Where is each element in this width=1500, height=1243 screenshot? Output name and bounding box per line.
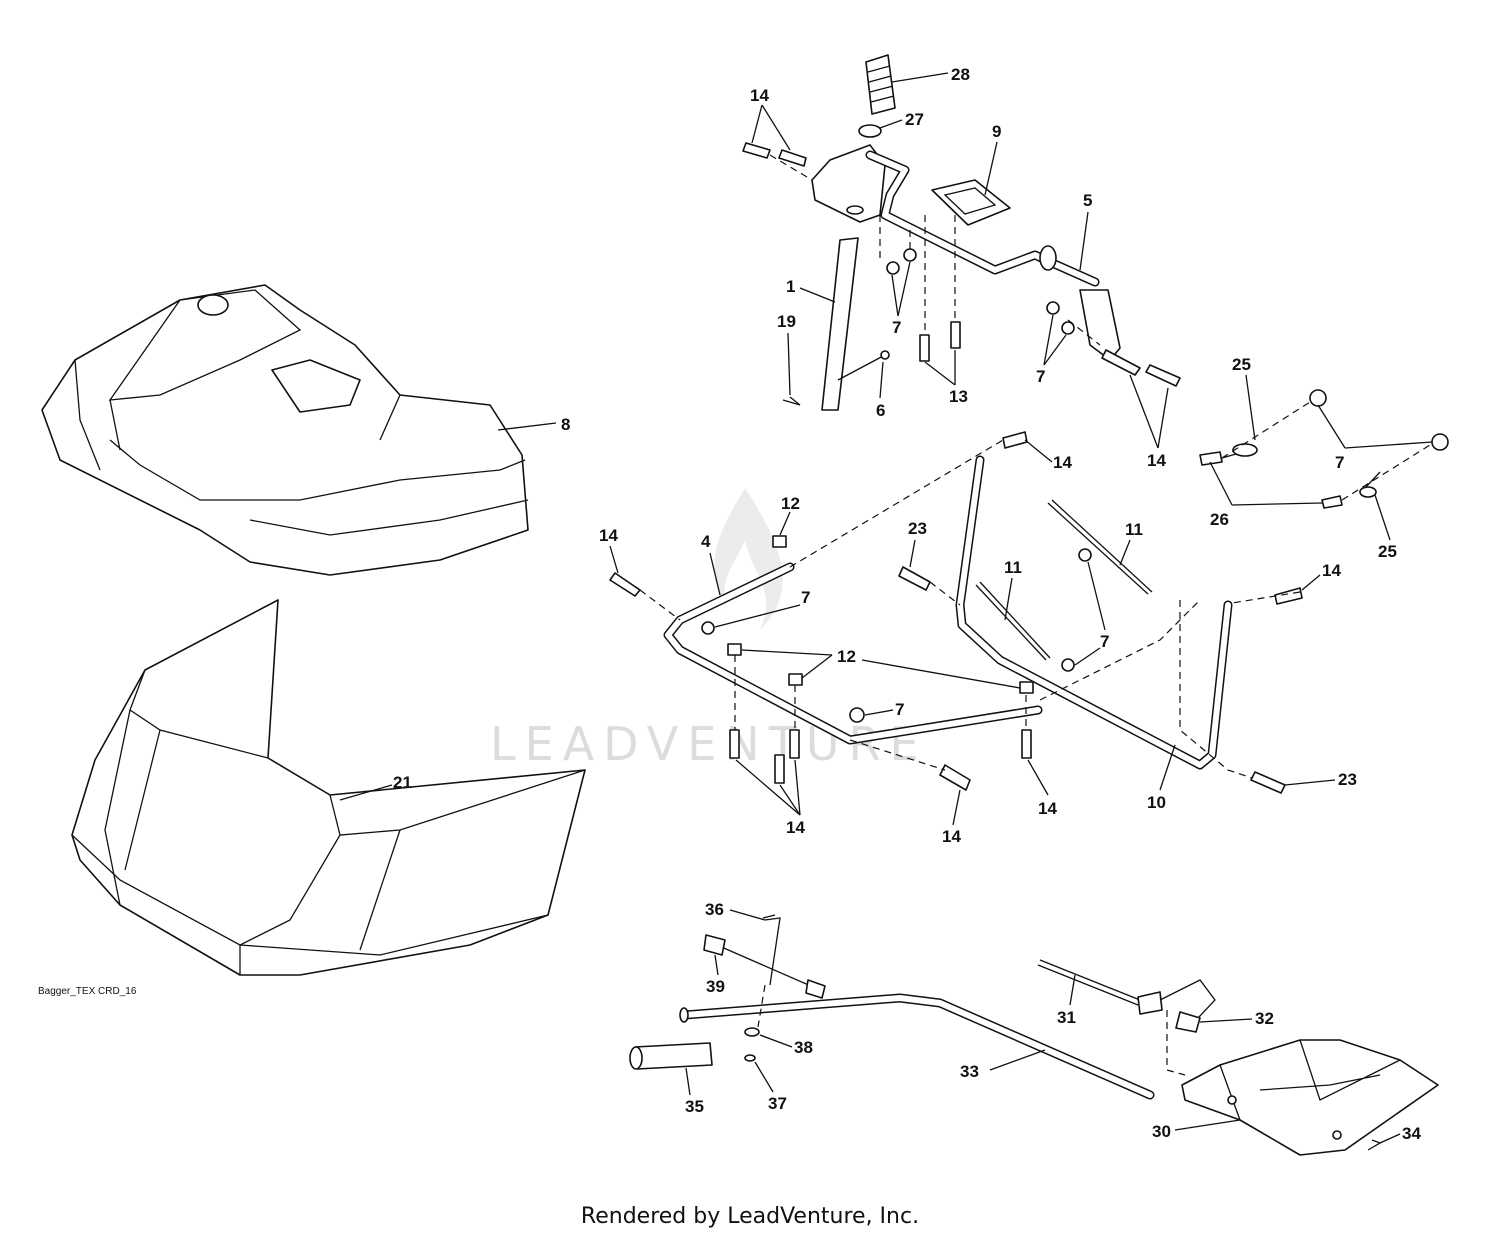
callout-4: 4 — [701, 532, 711, 551]
callout-21: 21 — [393, 773, 412, 792]
callout-11-left: 11 — [1004, 558, 1022, 577]
callout-7-d: 7 — [1100, 632, 1109, 651]
callout-33: 33 — [960, 1062, 979, 1081]
callout-25-top: 25 — [1232, 355, 1251, 374]
callout-7-a: 7 — [892, 318, 901, 337]
hitch-pins-group[interactable] — [1199, 389, 1449, 509]
callout-30: 30 — [1152, 1122, 1171, 1141]
callout-23-top: 23 — [908, 519, 927, 538]
callout-14-e: 14 — [599, 526, 618, 545]
callout-34: 34 — [1402, 1124, 1421, 1143]
dump-lever-assembly[interactable] — [629, 914, 1439, 1156]
callout-14-g: 14 — [786, 818, 805, 837]
bagger-lid-part[interactable] — [41, 284, 529, 576]
callout-6: 6 — [876, 401, 885, 420]
callout-27: 27 — [905, 110, 924, 129]
callout-35: 35 — [685, 1097, 704, 1116]
callout-12-mid: 12 — [837, 647, 856, 666]
callout-14-f: 14 — [1322, 561, 1341, 580]
callout-14-i: 14 — [1038, 799, 1057, 818]
bag-cover-part[interactable] — [71, 599, 586, 976]
callout-31: 31 — [1057, 1008, 1076, 1027]
callout-7-e: 7 — [801, 588, 810, 607]
callout-14-top: 14 — [750, 86, 769, 105]
callout-1: 1 — [786, 277, 795, 296]
callout-39: 39 — [706, 977, 725, 996]
callout-28: 28 — [951, 65, 970, 84]
bagger-frame-assembly[interactable] — [609, 431, 1303, 794]
callout-7-b: 7 — [1036, 367, 1045, 386]
callout-26: 26 — [1210, 510, 1229, 529]
callout-7-f: 7 — [895, 700, 904, 719]
callout-25-bottom: 25 — [1378, 542, 1397, 561]
callout-11-right: 11 — [1125, 520, 1143, 539]
callout-23-right: 23 — [1338, 770, 1357, 789]
callout-8: 8 — [561, 415, 570, 434]
callout-32: 32 — [1255, 1009, 1274, 1028]
callout-12-top: 12 — [781, 494, 800, 513]
callout-14-c: 14 — [1147, 451, 1166, 470]
callout-38: 38 — [794, 1038, 813, 1057]
watermark-text: LEADVENTURE — [490, 717, 928, 771]
footer-credit: Rendered by LeadVenture, Inc. — [580, 1204, 920, 1229]
lift-handle-assembly[interactable] — [742, 54, 1181, 411]
leadventure-watermark: LEADVENTURE — [490, 488, 928, 771]
callout-37: 37 — [768, 1094, 787, 1113]
callout-10: 10 — [1147, 793, 1166, 812]
callout-7-c: 7 — [1335, 453, 1344, 472]
callout-19: 19 — [777, 312, 796, 331]
callout-14-h: 14 — [942, 827, 961, 846]
callout-5: 5 — [1083, 191, 1092, 210]
callout-36: 36 — [705, 900, 724, 919]
callout-14-d: 14 — [1053, 453, 1072, 472]
callout-13: 13 — [949, 387, 968, 406]
drawing-code: Bagger_TEX CRD_16 — [38, 986, 137, 997]
callout-9: 9 — [992, 122, 1001, 141]
